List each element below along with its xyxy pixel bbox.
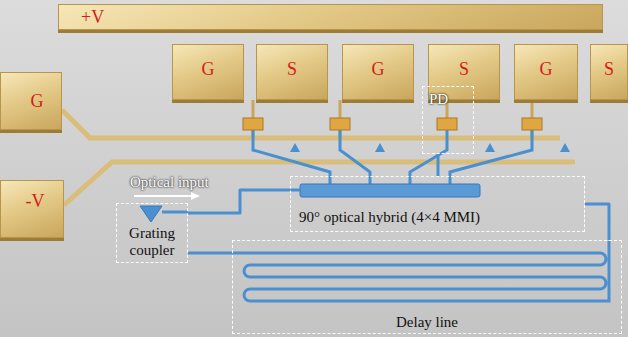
input-arrowhead	[191, 192, 200, 200]
electrode-pad: G	[172, 44, 244, 100]
electrode-pad: G	[0, 72, 62, 130]
region-label: 90° optical hybrid (4×4 MMI)	[299, 209, 578, 226]
terminator	[560, 143, 570, 152]
pad-label: S	[431, 59, 497, 79]
pd-contact	[339, 100, 342, 118]
waveguide	[162, 211, 188, 214]
terminator	[485, 143, 495, 152]
ground-bus	[62, 110, 560, 138]
photodiode	[437, 118, 457, 130]
mmi-block	[300, 184, 480, 197]
waveguide-connector	[437, 154, 440, 176]
electrode-pad: G	[342, 44, 414, 100]
electrode-pad: S	[256, 44, 328, 100]
region-label: Delay line	[237, 314, 617, 331]
electrode-pad: +V	[58, 4, 603, 30]
pd-contact	[252, 100, 255, 118]
waveguide-connector	[188, 190, 290, 213]
terminator	[290, 143, 300, 152]
dashed-region: Grating coupler	[116, 203, 188, 263]
dashed-region: PD	[422, 86, 474, 154]
region-label: PD	[429, 91, 469, 108]
waveguide	[290, 189, 300, 192]
electrode-pad: S	[590, 44, 628, 100]
pad-label: G	[517, 59, 575, 79]
photodiode	[330, 118, 350, 130]
pad-label: G	[15, 91, 59, 111]
photodiode	[243, 118, 263, 130]
dashed-region: Delay line	[232, 240, 622, 334]
waveguide-connector	[585, 204, 609, 240]
pad-label: G	[345, 59, 411, 79]
pd-contacts	[253, 100, 532, 138]
photodiodes	[243, 118, 542, 130]
terminator	[375, 143, 385, 152]
input-arrow	[134, 195, 192, 197]
pad-label: S	[259, 59, 325, 79]
callout-label: Optical input	[130, 174, 209, 191]
delay-waveguide	[232, 241, 609, 301]
pad-label: G	[175, 59, 241, 79]
region-label: Grating coupler	[120, 225, 184, 259]
electrode-pad: G	[514, 44, 578, 100]
terminators	[290, 143, 570, 152]
pd-contact	[531, 100, 534, 118]
dashed-region: 90° optical hybrid (4×4 MMI)	[290, 176, 585, 232]
electrode-pad: -V	[0, 180, 64, 238]
waveguide-connector	[188, 252, 232, 255]
pad-label: -V	[9, 191, 61, 211]
pad-label: +V	[81, 7, 602, 27]
pad-label: S	[593, 59, 625, 79]
grating-coupler-taper	[140, 206, 162, 222]
photodiode	[522, 118, 542, 130]
